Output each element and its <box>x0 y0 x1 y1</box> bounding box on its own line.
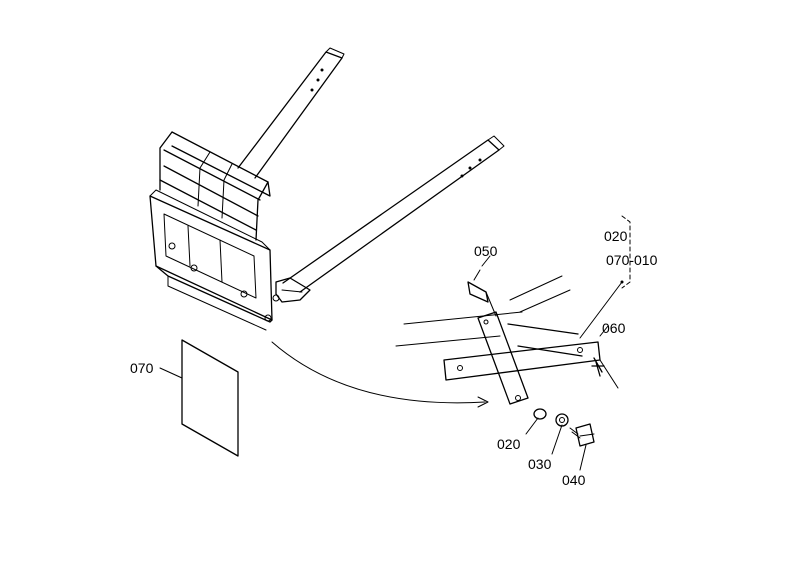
callout-070-010: 070-010 <box>606 252 658 268</box>
callout-070: 070 <box>130 360 154 376</box>
callout-020: 020 <box>497 436 521 452</box>
callout-050: 050 <box>474 243 498 259</box>
callout-030: 030 <box>528 456 552 472</box>
loader-frame-assembly <box>149 47 505 331</box>
callout-020-upper: 020 <box>604 228 628 244</box>
detail-bracket-assembly <box>395 215 631 471</box>
detail-leader-arc <box>271 341 486 404</box>
decal-plate-070 <box>181 339 239 457</box>
callout-060: 060 <box>602 320 626 336</box>
callout-040: 040 <box>562 472 586 488</box>
